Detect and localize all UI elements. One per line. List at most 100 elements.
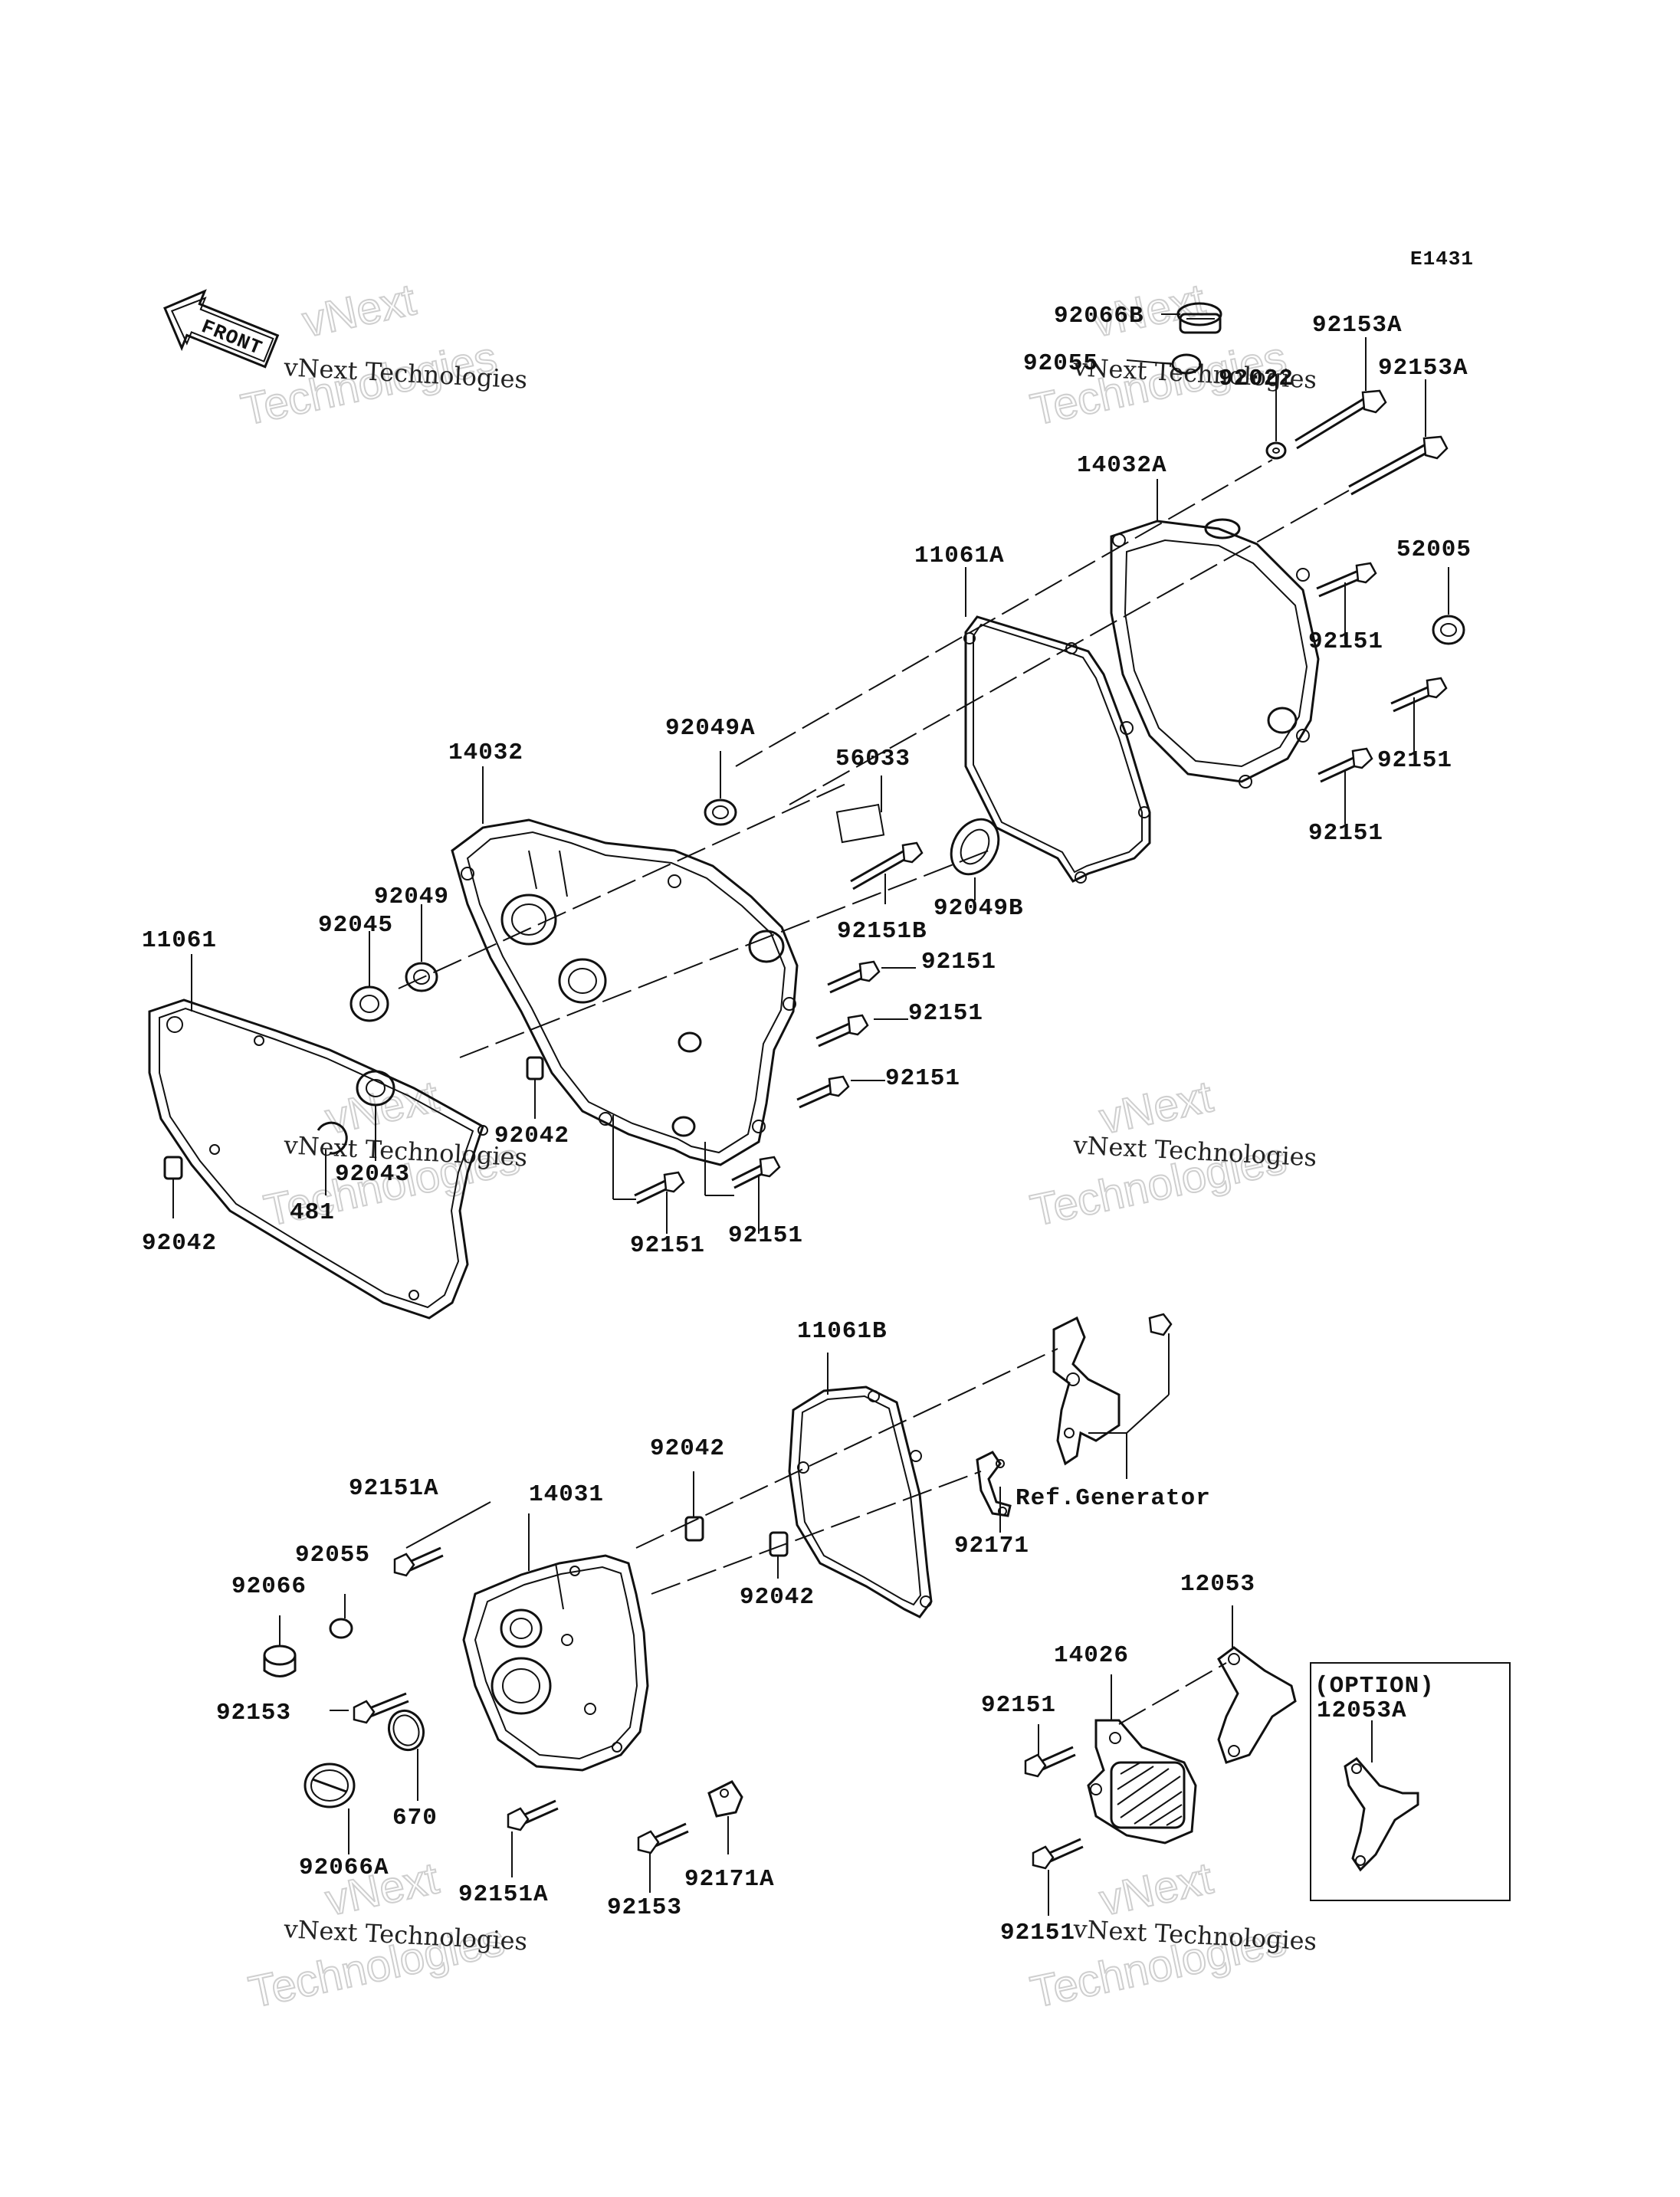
bolt-92153A-2 xyxy=(1348,435,1449,496)
gasket-11061B xyxy=(788,1385,933,1618)
label-92151A-b: 92151A xyxy=(458,1881,549,1908)
circlip-481 xyxy=(317,1121,348,1155)
label-92042-c: 92042 xyxy=(650,1435,725,1462)
gasket-11061 xyxy=(148,998,488,1320)
front-arrow-icon: FRONT xyxy=(163,289,280,369)
bolt-92151A-t xyxy=(393,1546,444,1577)
seal-92049A xyxy=(704,798,737,826)
bolt-92151-b2 xyxy=(731,1156,781,1189)
label-92066B: 92066B xyxy=(1054,303,1144,330)
label-12053: 12053 xyxy=(1180,1571,1255,1598)
label-92151B: 92151B xyxy=(837,918,927,945)
o-ring-670 xyxy=(387,1709,425,1752)
label-92066: 92066 xyxy=(231,1573,307,1600)
option-box xyxy=(1310,1662,1511,1901)
bolt-92151-br1 xyxy=(1024,1746,1076,1778)
label-92153A-1: 92153A xyxy=(1312,312,1403,339)
label-481: 481 xyxy=(290,1199,335,1226)
label-92151-m1: 92151 xyxy=(921,949,996,976)
bolt-92151B xyxy=(850,841,924,890)
bolt-92151-b1 xyxy=(634,1171,685,1205)
generator-part xyxy=(1052,1313,1173,1466)
bearing-92049 xyxy=(405,962,438,992)
dowel-pin-92042-m xyxy=(526,1056,544,1080)
label-52005: 52005 xyxy=(1396,536,1472,563)
label-option: (OPTION) xyxy=(1314,1673,1435,1700)
bolt-92151-r2 xyxy=(1390,677,1448,713)
label-11061B: 11061B xyxy=(797,1318,888,1345)
gasket-11061A xyxy=(963,615,1151,884)
label-11061A: 11061A xyxy=(914,543,1005,569)
label-92045: 92045 xyxy=(318,912,393,939)
o-ring-92055 xyxy=(329,1618,353,1639)
label-92049A: 92049A xyxy=(665,715,756,742)
label-92042-m: 92042 xyxy=(494,1123,569,1149)
label-14032A: 14032A xyxy=(1077,452,1167,479)
label-92151-b2: 92151 xyxy=(728,1222,803,1249)
label-92151-br1: 92151 xyxy=(981,1692,1056,1719)
label-92049: 92049 xyxy=(374,884,449,910)
crankcase-cover-14032 xyxy=(451,818,799,1166)
center-lines xyxy=(398,459,1350,1725)
generator-cover-14031 xyxy=(462,1554,649,1772)
label-92022: 92022 xyxy=(1219,366,1294,392)
plug-52005 xyxy=(1432,615,1465,645)
label-92153A-2: 92153A xyxy=(1378,355,1468,382)
label-ref-generator: Ref.Generator xyxy=(1016,1485,1211,1512)
svg-text:vNext: vNext xyxy=(1095,1853,1217,1925)
bolt-92151A-b xyxy=(507,1799,559,1831)
watermark-mid-right: vNext Technologies vNext Technologies xyxy=(1025,1071,1317,1236)
label-92171: 92171 xyxy=(954,1533,1029,1559)
label-92151-m3: 92151 xyxy=(885,1065,960,1092)
label-92049B: 92049B xyxy=(934,895,1024,922)
guard-12053 xyxy=(1217,1646,1297,1764)
label-92151-r1: 92151 xyxy=(1308,628,1383,655)
label-92151-br2: 92151 xyxy=(1000,1920,1075,1946)
label-11061: 11061 xyxy=(142,927,217,954)
bolt-92151-m2 xyxy=(815,1014,869,1048)
bolt-92153-b xyxy=(637,1822,689,1854)
dowel-pin-92042-l xyxy=(163,1156,183,1180)
label-14031: 14031 xyxy=(529,1481,604,1508)
label-56033: 56033 xyxy=(835,746,911,772)
label-92151-r2: 92151 xyxy=(1377,747,1452,774)
label-92042-l: 92042 xyxy=(142,1230,217,1257)
label-92151-b1: 92151 xyxy=(630,1232,705,1259)
label-92153-b: 92153 xyxy=(607,1894,682,1921)
bolt-92151-m3 xyxy=(796,1075,850,1109)
label-56033 xyxy=(835,803,885,844)
label-92043: 92043 xyxy=(335,1161,410,1188)
bolt-92151-m1 xyxy=(827,960,881,994)
svg-text:vNext: vNext xyxy=(298,274,420,346)
bolt-92153-l xyxy=(353,1692,409,1724)
bolt-92151-r1 xyxy=(1316,562,1377,598)
label-92151A-t: 92151A xyxy=(349,1475,439,1502)
label-92151-r3: 92151 xyxy=(1308,820,1383,847)
bracket-92171 xyxy=(976,1451,1012,1517)
leader-lines xyxy=(172,313,1449,1916)
clutch-cover-14032A xyxy=(1110,518,1320,789)
label-92055-top: 92055 xyxy=(1023,350,1098,377)
oil-seal-92049B xyxy=(950,818,1000,876)
label-12053A: 12053A xyxy=(1317,1697,1407,1724)
watermark-top-left: vNext Technologies vNext Technologies xyxy=(236,274,528,435)
label-92066A: 92066A xyxy=(299,1854,389,1881)
bracket-92171A xyxy=(707,1780,743,1818)
bolt-92151-r3 xyxy=(1317,747,1373,783)
diagram-code: E1431 xyxy=(1410,248,1474,271)
label-92055: 92055 xyxy=(295,1542,370,1569)
label-14032: 14032 xyxy=(448,739,523,766)
bolt-92153A-1 xyxy=(1294,389,1387,450)
label-92151-m2: 92151 xyxy=(908,1000,983,1027)
plug-92066A xyxy=(304,1763,356,1808)
label-670: 670 xyxy=(392,1805,438,1831)
cover-14026 xyxy=(1087,1719,1197,1844)
washer-92022 xyxy=(1265,441,1287,460)
label-92153-l: 92153 xyxy=(216,1700,291,1726)
plug-92066 xyxy=(263,1644,297,1677)
label-92171A: 92171A xyxy=(684,1866,775,1893)
bearing-92045 xyxy=(349,985,389,1022)
label-14026: 14026 xyxy=(1054,1642,1129,1669)
label-92042-c2: 92042 xyxy=(740,1584,815,1611)
bolt-92151-br2 xyxy=(1032,1838,1084,1870)
